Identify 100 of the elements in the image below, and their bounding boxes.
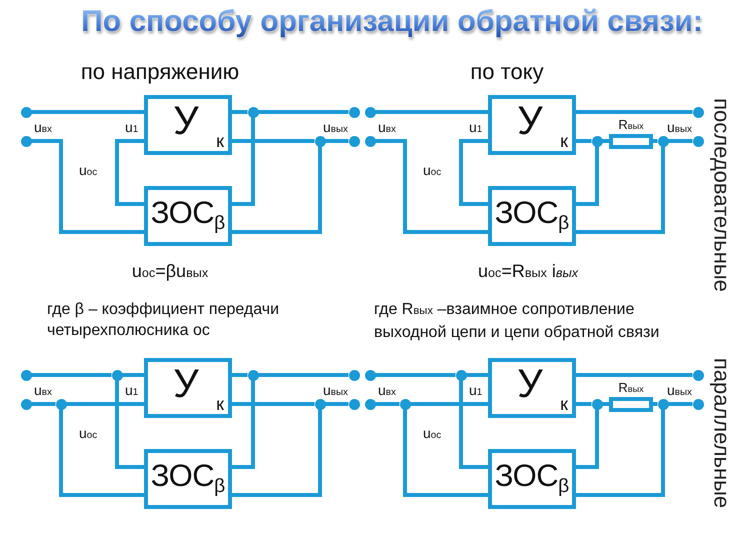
wire: [115, 380, 144, 469]
wire: [232, 110, 248, 114]
terminal-dot: [348, 398, 360, 410]
wire: [576, 146, 599, 206]
voltage-label: u$_{ос}$: [423, 425, 442, 442]
wire: [258, 110, 348, 114]
junction-dot: [248, 106, 258, 118]
column-heading: по току: [470, 59, 544, 84]
column-heading: по напряжению: [80, 59, 240, 84]
index-label: к: [216, 132, 224, 151]
junction-dot: [400, 398, 410, 410]
voltage-label: u$_{1}$: [469, 382, 482, 398]
wire: [232, 146, 322, 234]
wire: [376, 402, 400, 406]
wire: [410, 402, 488, 406]
voltage-label: u$_{вх}$: [34, 119, 52, 136]
terminal-dot: [348, 370, 360, 380]
wire: [232, 373, 248, 377]
wire: [576, 139, 592, 143]
feedback-block: [488, 186, 576, 246]
wire: [32, 110, 144, 114]
feedback-block: [488, 449, 576, 509]
wire: [376, 373, 456, 377]
terminal-dot: [348, 106, 360, 118]
voltage-label: u$_{вых}$: [667, 119, 692, 136]
wire: [653, 402, 658, 406]
wire: [232, 139, 314, 143]
amplifier-block: [144, 95, 232, 155]
voltage-label: u$_{вх}$: [34, 382, 52, 398]
wire: [258, 373, 348, 377]
wire: [576, 402, 592, 406]
junction-dot: [592, 398, 602, 410]
wire: [326, 139, 348, 143]
terminal-dot: [20, 106, 32, 118]
junction-dot: [248, 370, 258, 380]
terminal-dot: [692, 398, 704, 410]
wire: [668, 139, 692, 143]
junction-dot: [592, 136, 602, 146]
wire: [602, 139, 609, 143]
wire: [32, 139, 144, 234]
voltage-label: u$_{1}$: [125, 119, 138, 136]
wire: [232, 402, 314, 406]
voltage-label: u$_{вых}$: [323, 119, 348, 136]
junction-dot: [112, 370, 122, 380]
voltage-label: u$_{вых}$: [667, 382, 692, 398]
junction-dot: [658, 136, 668, 146]
wire: [232, 410, 322, 497]
junction-dot: [314, 398, 326, 410]
voltage-label: u$_{1}$: [469, 119, 482, 136]
terminal-dot: [364, 370, 376, 380]
junction-dot: [456, 370, 466, 380]
feedback-block: [144, 449, 232, 509]
wire: [576, 373, 692, 377]
voltage-label: u$_{ос}$: [79, 425, 98, 442]
terminal-dot: [20, 136, 32, 146]
voltage-label: u$_{вх}$: [378, 382, 396, 398]
wire: [459, 139, 488, 206]
voltage-label: u$_{вх}$: [378, 119, 396, 136]
wire: [232, 118, 255, 206]
row-heading: последовательные: [709, 98, 735, 292]
voltage-label: u$_{вых}$: [323, 382, 348, 398]
amplifier-block: [488, 95, 576, 155]
row-heading: параллельные: [709, 358, 735, 508]
wire: [326, 402, 348, 406]
wire: [576, 410, 665, 497]
amplifier-label: У: [517, 99, 543, 143]
wire: [602, 402, 609, 406]
wire: [376, 110, 488, 114]
wire: [59, 410, 144, 497]
wire: [576, 110, 692, 114]
amplifier-label: У: [517, 362, 543, 406]
wire: [403, 410, 488, 497]
amplifier-block: [488, 358, 576, 418]
wire: [376, 139, 488, 234]
feedback-label: ЗОС$_{β}$: [150, 458, 226, 499]
junction-dot: [314, 136, 326, 146]
feedback-label: ЗОС$_{β}$: [150, 195, 226, 236]
wire: [668, 402, 692, 406]
index-label: к: [216, 395, 224, 414]
note-text: где β – коэффициент передачи четырехполюсника ос: [47, 300, 280, 341]
junction-dot: [658, 398, 668, 410]
wire: [32, 373, 112, 377]
wire: [232, 380, 255, 469]
terminal-dot: [692, 106, 704, 118]
terminal-dot: [20, 370, 32, 380]
feedback-label: ЗОС$_{β}$: [494, 195, 570, 236]
wire: [122, 373, 144, 377]
amplifier-block: [144, 358, 232, 418]
terminal-dot: [364, 136, 376, 146]
junction-dot: [56, 398, 66, 410]
voltage-label: u$_{ос}$: [423, 162, 442, 178]
wire: [115, 139, 144, 206]
wire: [653, 139, 658, 143]
wire: [576, 146, 665, 234]
terminal-dot: [692, 370, 704, 380]
wire: [576, 410, 599, 469]
voltage-label: u$_{1}$: [125, 382, 138, 398]
wire: [66, 402, 144, 406]
voltage-label: u$_{ос}$: [79, 162, 98, 178]
terminal-dot: [348, 136, 360, 146]
